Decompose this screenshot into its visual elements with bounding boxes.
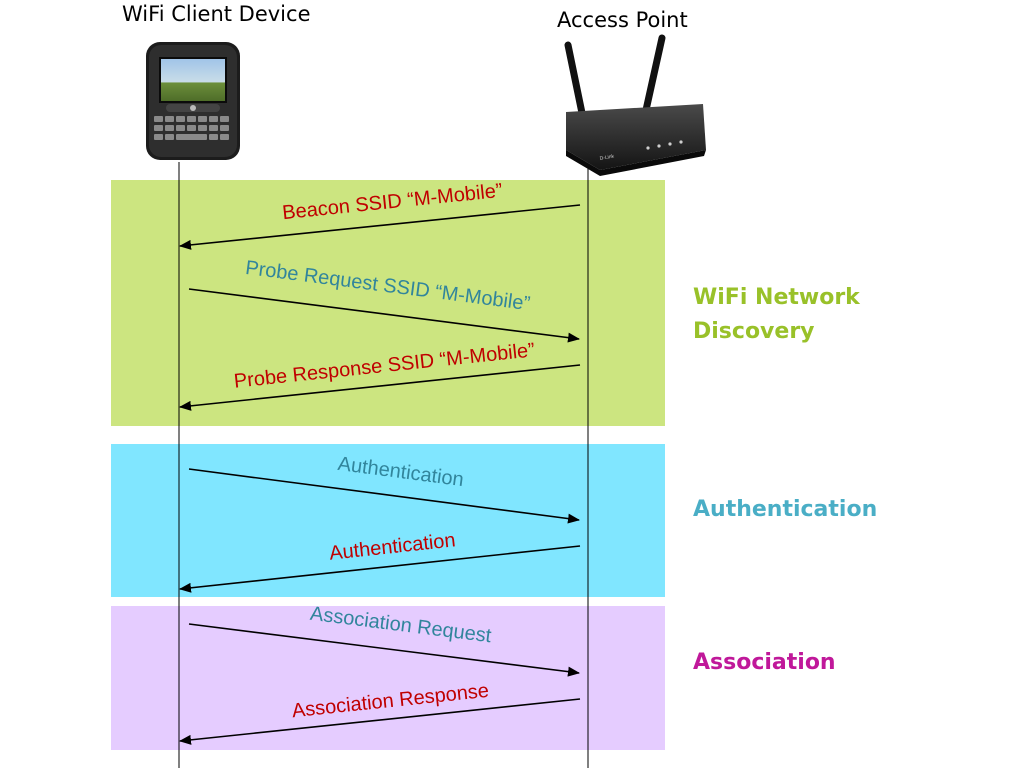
phase-label-line: WiFi Network — [693, 285, 860, 310]
message-arrow — [179, 204, 581, 250]
phase-label-2: Authentication — [693, 493, 877, 527]
router-brand: D-Link — [599, 153, 615, 162]
wireless-router-icon: D-Link — [564, 34, 706, 176]
phase-label-line: Authentication — [693, 497, 878, 522]
message-arrow — [179, 698, 581, 745]
message-arrow — [188, 623, 580, 677]
client-device-title: WiFi Client Device — [122, 2, 311, 26]
phase-band-1 — [111, 180, 665, 426]
message-arrow — [188, 468, 580, 524]
phase-label-line: Discovery — [693, 319, 815, 344]
smartphone-icon — [146, 42, 240, 160]
phase-label-3: Association — [693, 646, 836, 680]
phase-label-line: Association — [693, 650, 836, 675]
phase-band-3 — [111, 606, 665, 750]
access-point-title: Access Point — [557, 8, 688, 32]
message-arrow — [188, 288, 580, 343]
message-arrow — [179, 545, 581, 593]
message-arrow — [179, 364, 581, 411]
